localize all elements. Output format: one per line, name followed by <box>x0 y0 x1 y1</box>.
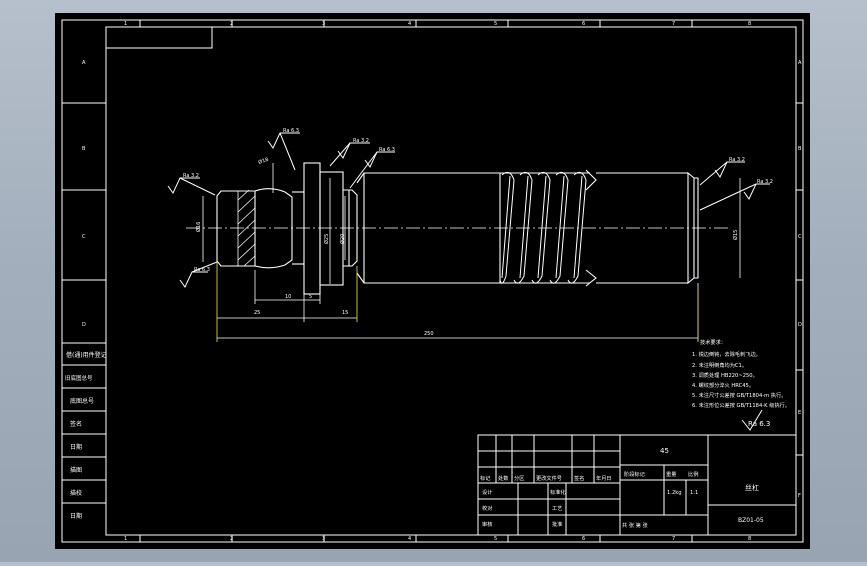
note-6: 6. 未注形位公差按 GB/T1184-K 级执行。 <box>692 401 790 409</box>
title-block <box>477 434 797 536</box>
tb-stage: 阶段标记 <box>624 470 645 478</box>
roughness-label-6: Ra 3.2 <box>729 157 745 163</box>
tb-drawing-no: BZ01-05 <box>738 517 764 524</box>
tb-batch: 批准 <box>552 520 562 528</box>
tb-check: 校对 <box>482 504 492 512</box>
shaft-outline <box>216 162 699 295</box>
left-strip <box>62 342 106 504</box>
tb-weight-value: 1.2kg <box>667 490 682 496</box>
tb-design: 设计 <box>482 488 492 496</box>
zone-right-e: E <box>798 410 801 416</box>
zone-bottom-2: 2 <box>230 536 233 542</box>
zone-bottom-7: 7 <box>672 536 675 542</box>
zone-top-6: 6 <box>582 21 585 27</box>
roughness-label-4: Ra 3.2 <box>353 138 369 144</box>
zone-left-b: B <box>82 146 86 152</box>
dia-collar: Ø25 <box>323 234 330 244</box>
roughness-label-7: Ra 3.2 <box>757 179 773 185</box>
section-hatch <box>237 189 256 267</box>
left-strip-label-6: 描图 <box>70 466 82 474</box>
zone-bottom-3: 3 <box>322 536 325 542</box>
dim-5: 5 <box>309 294 312 300</box>
zone-bottom-6: 6 <box>582 536 585 542</box>
zone-top-4: 4 <box>408 21 411 27</box>
left-strip-label-8: 日期 <box>70 512 82 520</box>
zone-left-a: A <box>82 60 86 66</box>
roughness-symbols <box>167 132 770 288</box>
note-3: 3. 调质处理 HB220~250。 <box>692 371 758 379</box>
left-strip-label-7: 描校 <box>70 489 82 497</box>
tb-row-label-6: 年月日 <box>596 474 612 482</box>
tb-row-label-4: 更改文件号 <box>536 474 562 482</box>
diameter-leaders <box>202 163 741 284</box>
tb-craft: 工艺 <box>552 505 562 512</box>
dim-10: 10 <box>285 294 291 300</box>
tb-std: 标准化 <box>550 488 566 496</box>
roughness-label-3: Ra 6.3 <box>283 128 299 134</box>
left-strip-label-5: 日期 <box>70 443 82 451</box>
top-left-code-box <box>105 26 213 49</box>
zone-left-d: D <box>82 322 86 328</box>
tb-row-label-5: 签名 <box>574 474 584 482</box>
left-strip-label-1: 借(通)用件登记 <box>66 351 107 359</box>
zone-bottom-5: 5 <box>494 536 497 542</box>
dim-15: 15 <box>342 310 348 316</box>
zone-bottom-8: 8 <box>748 536 751 542</box>
tb-material: 45 <box>660 447 669 455</box>
general-roughness-symbol <box>741 409 763 431</box>
general-roughness-label: Ra 6.3 <box>748 420 770 428</box>
dia-left-end: Ø16 <box>195 222 202 232</box>
dia-right-end: Ø15 <box>732 230 739 240</box>
zone-right-f: F <box>798 493 801 499</box>
drawing-sheet <box>55 13 810 549</box>
note-2: 2. 未注明倒角均为C1。 <box>692 361 747 369</box>
tb-sheets: 共 张 第 张 <box>622 521 649 529</box>
zone-right-a: A <box>798 60 802 66</box>
zone-bottom-4: 4 <box>408 536 411 542</box>
left-strip-label-4: 签名 <box>70 420 82 428</box>
zone-right-c: C <box>798 234 802 240</box>
tb-approve: 审核 <box>482 520 492 528</box>
roughness-label-5: Ra 6.3 <box>379 147 395 153</box>
zone-right-b: B <box>798 146 802 152</box>
note-4: 4. 螺纹部分淬火 HRC45。 <box>692 381 754 389</box>
zone-right-d: D <box>798 322 802 328</box>
zone-top-5: 5 <box>494 21 497 27</box>
note-1: 1. 锐边倒钝，去除毛刺飞边。 <box>692 350 761 358</box>
notes-title: 技术要求： <box>700 338 726 346</box>
left-strip-label-3: 底图总号 <box>70 397 94 405</box>
tb-scale-value: 1:1 <box>690 490 698 496</box>
roughness-label-1: Ra 3.2 <box>183 173 199 179</box>
roughness-label-2: Ra 6.3 <box>194 267 210 273</box>
zone-top-3: 3 <box>322 21 325 27</box>
tb-weight: 重量 <box>666 470 676 478</box>
zone-top-1: 1 <box>124 21 127 27</box>
zone-bottom-1: 1 <box>124 536 127 542</box>
tb-row-label-3: 分区 <box>514 474 524 482</box>
zone-top-7: 7 <box>672 21 675 27</box>
drawing-frame <box>61 19 804 543</box>
dim-total: 250 <box>424 331 434 337</box>
left-strip-label-2: 旧底图总号 <box>65 374 93 382</box>
extension-lines-yellow <box>216 262 699 342</box>
thread-profile <box>499 171 587 284</box>
zone-top-2: 2 <box>230 21 233 27</box>
zone-top-8: 8 <box>748 21 751 27</box>
dia-shoulder: Ø20 <box>339 234 346 244</box>
tb-scale: 比例 <box>688 470 698 478</box>
dia-groove: Ø18 <box>257 156 269 166</box>
zone-left-c: C <box>82 234 86 240</box>
dim-25: 25 <box>254 310 260 316</box>
tb-row-label-1: 标记 <box>480 474 490 482</box>
note-5: 5. 未注尺寸公差按 GB/T1804-m 执行。 <box>692 391 786 399</box>
tb-row-label-2: 处数 <box>498 474 509 482</box>
tb-part-name: 丝杠 <box>745 483 759 492</box>
zone-ticks <box>62 20 803 542</box>
